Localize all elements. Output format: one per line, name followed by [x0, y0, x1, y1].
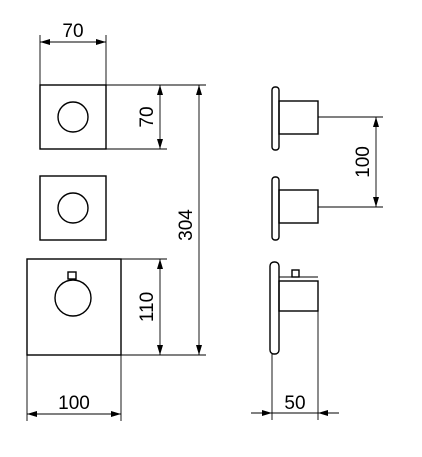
dim-side-spacing-label: 100: [353, 146, 374, 178]
dim-top-width: 70: [39, 21, 107, 85]
dim-top-height-label: 70: [137, 106, 158, 127]
dim-thermo-height-label: 110: [137, 292, 158, 322]
middle-knob: [57, 192, 89, 224]
top-plate: [39, 84, 107, 150]
side-thermo-body: [278, 280, 319, 312]
knob-indicator: [67, 271, 77, 280]
dim-thermo-height: 110: [121, 258, 167, 355]
dim-thermo-width: 100: [26, 355, 122, 421]
dim-side-depth: 50: [251, 311, 339, 420]
dim-top-width-label: 70: [62, 21, 83, 42]
dim-side-spacing: 100: [318, 116, 383, 208]
top-knob: [57, 101, 89, 133]
thermostatic-knob: [54, 279, 92, 317]
side-middle-body: [278, 189, 319, 224]
side-thermo-indicator: [291, 269, 300, 278]
side-view: [269, 86, 319, 355]
dim-thermo-width-label: 100: [58, 393, 90, 414]
dim-total-height: 304: [121, 84, 206, 356]
side-top-plate: [271, 86, 280, 151]
middle-plate: [39, 175, 107, 241]
side-middle-plate: [271, 176, 280, 241]
dim-top-height: 70: [106, 84, 167, 150]
dim-total-height-label: 304: [176, 209, 197, 241]
front-view: [26, 84, 122, 356]
thermostatic-plate: [26, 258, 122, 356]
side-thermo-plate: [269, 261, 280, 355]
side-top-body: [278, 100, 319, 135]
dim-side-depth-label: 50: [284, 393, 305, 414]
